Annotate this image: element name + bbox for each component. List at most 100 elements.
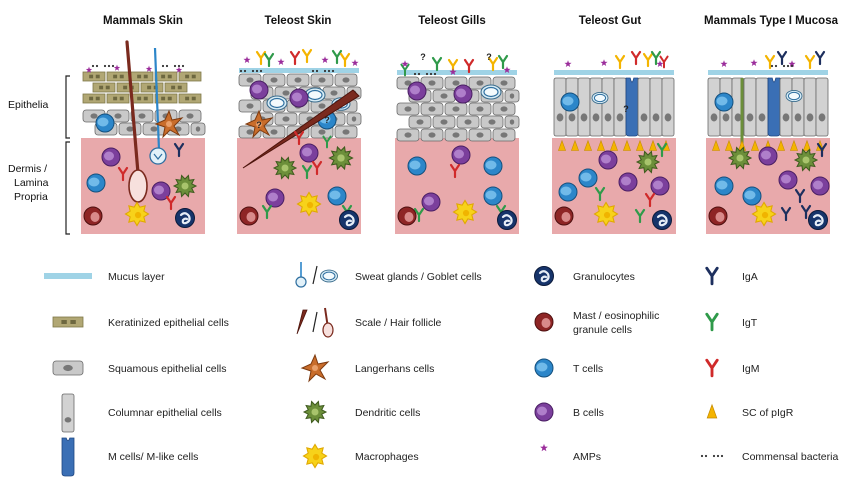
columnar-cell-icon bbox=[577, 77, 591, 137]
bacteria-dots-icon bbox=[700, 454, 724, 458]
amp-star-icon bbox=[401, 60, 409, 68]
squamous-cell-icon bbox=[468, 102, 492, 116]
b-cell-icon bbox=[151, 181, 171, 201]
amp-star-icon bbox=[277, 58, 285, 66]
t-cell-icon bbox=[714, 92, 734, 112]
unknown-mark: ? bbox=[486, 52, 492, 62]
langerhans-cell-icon bbox=[244, 109, 274, 139]
bacteria-dots-icon bbox=[413, 72, 437, 76]
squamous-cell-icon bbox=[118, 122, 142, 136]
igm-icon bbox=[630, 50, 642, 66]
amp-star-icon bbox=[449, 68, 457, 76]
panel-title-teleost_gills: Teleost Gills bbox=[418, 15, 486, 27]
goblet-cell-icon bbox=[480, 84, 502, 100]
sc-pigr-icon bbox=[571, 139, 579, 151]
bacteria-dots-icon bbox=[311, 69, 335, 73]
squamous-cell-icon bbox=[286, 73, 310, 87]
squamous-cell-icon bbox=[504, 115, 520, 129]
panel-title-teleost_skin: Teleost Skin bbox=[265, 15, 332, 27]
mucus-layer bbox=[239, 68, 359, 73]
keratinized-cell-icon bbox=[140, 82, 164, 93]
sc-pigr-icon bbox=[558, 139, 566, 151]
amp-star-icon bbox=[788, 60, 796, 68]
squamous-cell-icon bbox=[492, 76, 516, 90]
sc-pigr-icon bbox=[790, 139, 798, 151]
squamous-cell-icon bbox=[334, 125, 358, 139]
squamous-cell-icon bbox=[310, 73, 334, 87]
legend-item-macrophage: Macrophages bbox=[302, 443, 419, 469]
hair-shaft bbox=[125, 40, 141, 187]
legend-item-iga: IgA bbox=[705, 266, 758, 286]
igm-icon bbox=[117, 166, 129, 182]
sc-pigr-icon bbox=[751, 139, 759, 151]
dermis-label-line: Propria bbox=[14, 191, 48, 203]
unknown-mark: ? bbox=[420, 52, 426, 62]
mucus-layer bbox=[397, 70, 517, 75]
granulocyte-icon bbox=[808, 210, 828, 230]
sc-pigr-icon bbox=[803, 139, 811, 151]
sc-pigr-icon bbox=[301, 48, 313, 64]
tissue-panels: ????? bbox=[81, 40, 830, 234]
bacteria-dots-icon bbox=[239, 69, 263, 73]
keratinized-cell-icon bbox=[106, 93, 130, 104]
amp-star-icon bbox=[720, 60, 728, 68]
igt-icon bbox=[705, 312, 719, 332]
legend-label: IgT bbox=[742, 317, 758, 329]
unknown-mark: ? bbox=[623, 104, 629, 114]
igt-icon bbox=[261, 204, 273, 220]
panel-mammals-mucosa bbox=[706, 50, 830, 234]
squamous-cell-icon bbox=[346, 112, 362, 126]
sc-pigr-icon bbox=[712, 139, 720, 151]
sc-pigr-icon bbox=[339, 52, 351, 68]
sc-pigr-icon bbox=[487, 56, 499, 72]
iga-icon bbox=[794, 188, 806, 204]
t-cell-icon bbox=[558, 182, 578, 202]
macrophage-icon bbox=[124, 201, 150, 227]
keratinized-cell-icon bbox=[164, 82, 188, 93]
m-cell-icon bbox=[61, 437, 75, 477]
b-cell-icon bbox=[265, 188, 285, 208]
squamous-cell-icon bbox=[396, 128, 420, 142]
keratinized-cell-icon bbox=[82, 93, 106, 104]
b-cell-icon bbox=[421, 192, 441, 212]
legend-label: M cells/ M-like cells bbox=[108, 451, 198, 463]
squamous-cell-icon bbox=[492, 128, 516, 142]
epithelia-label: Epithelia bbox=[8, 99, 48, 111]
igm-icon bbox=[463, 58, 475, 74]
sweat-duct bbox=[153, 47, 161, 151]
sc-pigr-icon bbox=[610, 139, 618, 151]
columnar-cell-icon bbox=[815, 77, 829, 137]
b-cell-icon bbox=[778, 170, 798, 190]
dendritic-cell-icon bbox=[727, 146, 753, 170]
amp-star-icon bbox=[145, 65, 153, 72]
amp-star-icon bbox=[600, 59, 608, 67]
iga-icon bbox=[776, 50, 788, 66]
b-cell-icon bbox=[534, 402, 554, 422]
sc-pigr-icon bbox=[255, 50, 267, 66]
dendritic-cell-icon bbox=[272, 156, 298, 180]
goblet-cell-icon bbox=[320, 269, 338, 283]
unknown-mark: ? bbox=[324, 115, 330, 125]
legend-item-sc: SC of pIgR bbox=[706, 403, 794, 419]
igm-icon bbox=[165, 195, 177, 211]
b-cell-icon bbox=[758, 146, 778, 166]
igt-icon bbox=[634, 208, 646, 224]
goblet-cell-icon bbox=[785, 89, 803, 103]
m-cell-icon bbox=[625, 77, 639, 137]
columnar-cell-icon bbox=[803, 77, 817, 137]
legend-item-tcell: T cells bbox=[534, 358, 603, 378]
columnar-cell-icon bbox=[553, 77, 567, 137]
sc-pigr-icon bbox=[725, 139, 733, 151]
legend-label: T cells bbox=[573, 363, 603, 375]
legend-item-bcell: B cells bbox=[534, 402, 604, 422]
m-cell-icon bbox=[767, 77, 781, 137]
legend-item-igt: IgT bbox=[705, 312, 758, 332]
amp-star-icon bbox=[656, 60, 664, 68]
b-cell-icon bbox=[810, 176, 830, 196]
mast-cell-icon bbox=[708, 206, 728, 226]
legend-label: Keratinized epithelial cells bbox=[108, 317, 229, 329]
legend-item-dendritic: Dendritic cells bbox=[302, 400, 420, 424]
